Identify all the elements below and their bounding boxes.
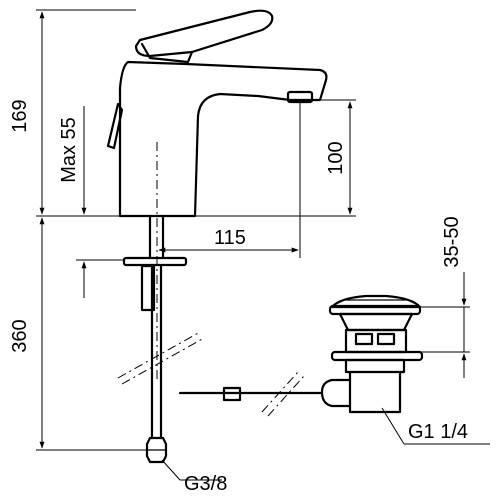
callout-waste-thread: G1 1/4 — [381, 407, 490, 445]
label-overall-height: 169 — [9, 99, 31, 132]
label-below-counter: 360 — [9, 319, 31, 352]
dimension-overall-height: 169 — [9, 9, 136, 215]
callout-supply-thread: G3/8 — [161, 459, 227, 495]
label-supply-thread: G3/8 — [184, 473, 227, 495]
dimension-spout-projection: 115 — [158, 102, 301, 258]
dimension-waste-adjust: 35-50 — [420, 216, 470, 378]
mounting-assembly — [36, 214, 356, 464]
label-spout-height: 100 — [325, 141, 347, 174]
label-waste-adjust: 35-50 — [441, 216, 463, 267]
label-waste-thread: G1 1/4 — [408, 421, 468, 443]
label-spout-projection: 115 — [214, 227, 246, 249]
label-max-reach: Max 55 — [58, 117, 80, 183]
dimension-spout-height: 100 — [314, 99, 356, 215]
waste-assembly — [178, 294, 424, 417]
faucet-body — [106, 9, 328, 218]
dimension-below-counter: 360 — [9, 217, 150, 451]
dimension-max-reach: Max 55 — [58, 106, 124, 298]
